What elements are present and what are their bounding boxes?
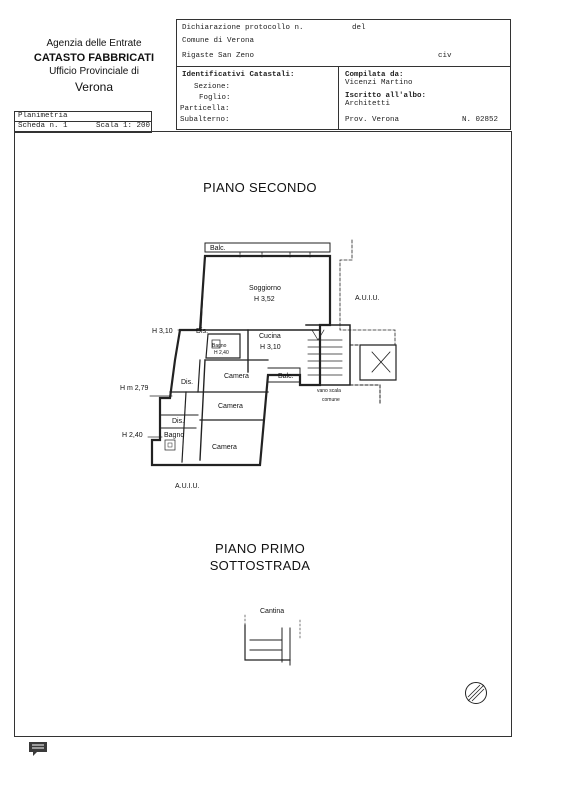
header-divider <box>176 66 510 67</box>
comune-stair-label: comune <box>322 397 340 403</box>
agency-name: Agenzia delle Entrate <box>46 38 142 49</box>
note-icon[interactable] <box>28 741 48 757</box>
camera-label-2: Camera <box>218 403 243 410</box>
height-310-label: H 3,10 <box>152 328 173 335</box>
dept-name: CATASTO FABBRICATI <box>33 52 155 64</box>
floor2-title: PIANO SECONDO <box>203 180 317 195</box>
numero-label: N. 02852 <box>462 116 499 124</box>
cantina-label: Cantina <box>260 608 284 615</box>
auiu-bottom-label: A.U.I.U. <box>175 483 200 490</box>
albo-value: Architetti <box>345 100 391 108</box>
drawing-frame <box>14 131 512 737</box>
cucina-label: Cucina <box>259 333 281 340</box>
soggiorno-height: H 3,52 <box>254 296 275 303</box>
cucina-height: H 3,10 <box>260 344 281 351</box>
civ-label: civ <box>438 52 452 60</box>
foglio-label: Foglio: <box>199 94 231 102</box>
identificativi-label: Identificativi Catastali: <box>182 71 295 79</box>
dis-label-3: Dis. <box>172 418 184 425</box>
comune-label: Comune di Verona <box>182 37 255 45</box>
auiu-right-label: A.U.I.U. <box>355 295 380 302</box>
bagno-height-1: H 2,40 <box>214 350 229 356</box>
del-label: del <box>352 24 366 32</box>
sheet-box <box>14 111 152 133</box>
header-vdivider <box>338 66 339 129</box>
subalterno-label: Subalterno: <box>180 116 230 124</box>
unit-name: Ufficio Provinciale di <box>49 66 139 77</box>
dis-label-2: Dis. <box>181 379 193 386</box>
camera-label-1: Camera <box>224 373 249 380</box>
sezione-label: Sezione: <box>194 83 231 91</box>
north-arrow-icon <box>465 682 487 704</box>
sheet-type: Planimetria <box>18 112 68 120</box>
header-box <box>176 19 511 130</box>
height-279-label: H m 2,79 <box>120 385 149 392</box>
scheda-label: Scheda n. 1 <box>18 122 68 130</box>
protocol-label: Dichiarazione protocollo n. <box>182 24 304 32</box>
dis-label-1: Dis. <box>196 328 208 335</box>
bagno-label-2: Bagno <box>164 432 184 439</box>
city-name: Verona <box>74 80 114 94</box>
compilata-label: Compilata da: <box>345 71 404 79</box>
floor1-title-line2: SOTTOSTRADA <box>209 558 311 573</box>
bagno-label-1: Bagno <box>212 343 227 349</box>
prov-label: Prov. Verona <box>345 116 400 124</box>
height-240-label: H 2,40 <box>122 432 143 439</box>
compiler-name: Vicenzi Martino <box>345 79 413 87</box>
camera-label-3: Camera <box>212 444 237 451</box>
balcony-small-label: Balc. <box>278 373 294 380</box>
floor1-title-line1: PIANO PRIMO <box>215 541 305 556</box>
vano-scala-label: vano scala <box>317 388 341 394</box>
address-label: Rigaste San Zeno <box>182 52 255 60</box>
scala-label: Scala 1: 200 <box>96 122 151 130</box>
sheet-divider <box>14 121 151 122</box>
iscritto-label: Iscritto all'albo: <box>345 92 427 100</box>
soggiorno-label: Soggiorno <box>249 285 281 292</box>
particella-label: Particella: <box>180 105 230 113</box>
balcony-top-label: Balc. <box>210 245 226 252</box>
